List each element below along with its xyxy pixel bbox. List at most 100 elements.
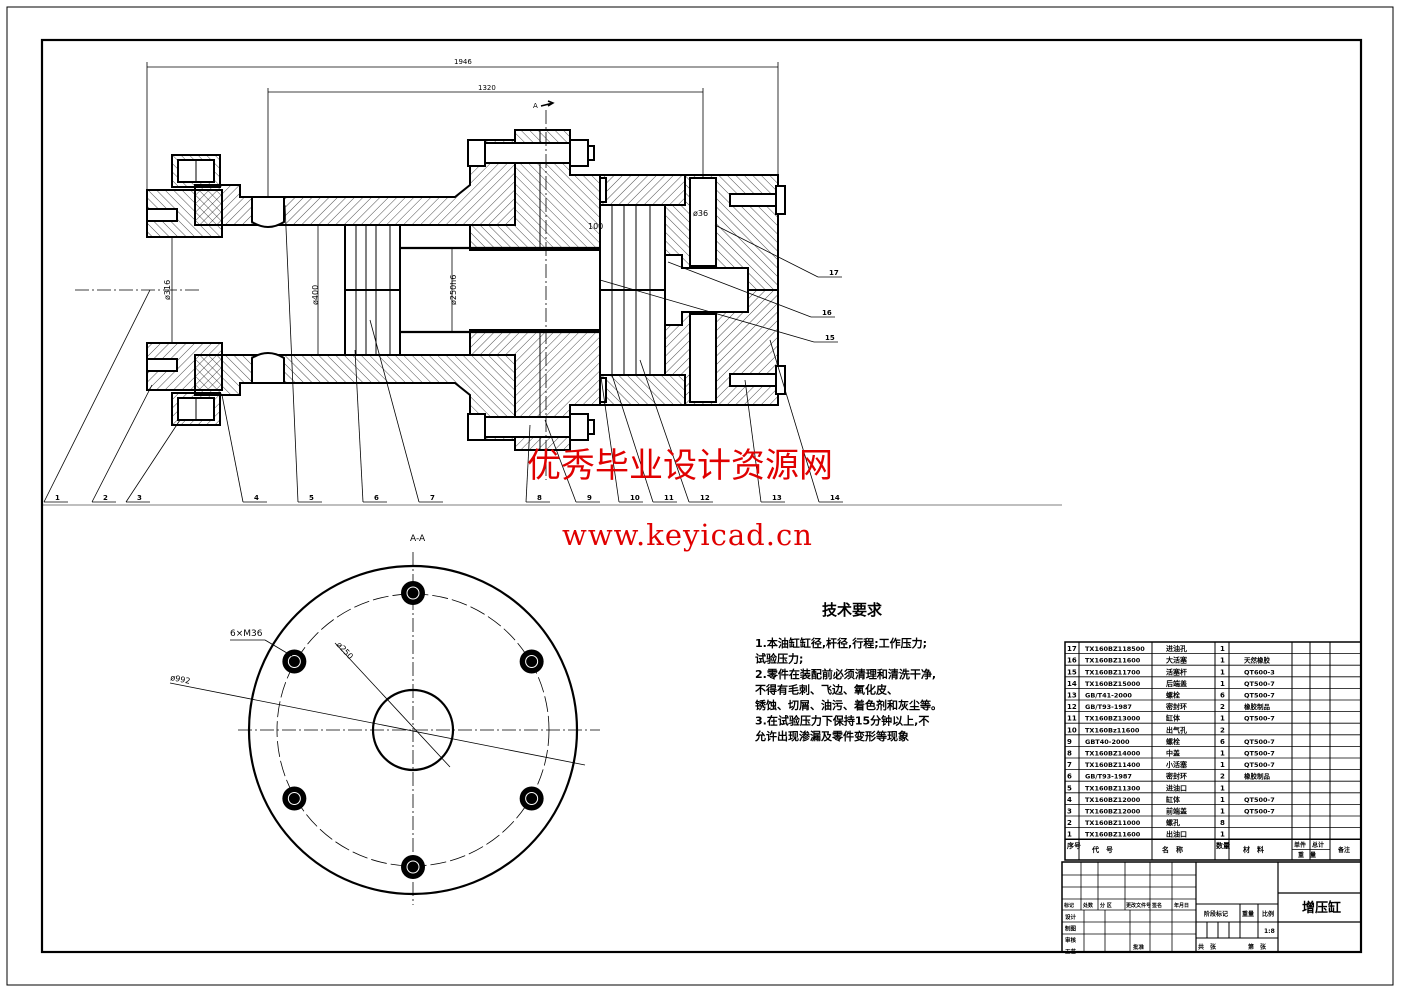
- tech-requirement-line: 允许出现渗漏及零件变形等现象: [754, 729, 909, 743]
- balloon-leader: [599, 369, 620, 503]
- balloon-leader: [525, 424, 531, 503]
- outer-border: [6, 6, 1394, 986]
- part-name: 密封环: [1166, 702, 1187, 711]
- tech-requirements-title: 技术要求: [822, 601, 883, 619]
- part-number: 5: [1067, 784, 1072, 792]
- part-number: 12: [1067, 703, 1077, 711]
- part-number: 3: [1067, 808, 1072, 816]
- balloon-leader: [43, 289, 151, 503]
- balloon-label: 11: [664, 494, 674, 502]
- part-name: 活塞杆: [1166, 667, 1187, 676]
- part-code: TX160BZ13000: [1085, 715, 1141, 723]
- bolt-thread: [287, 792, 301, 805]
- balloon-leader: [354, 349, 364, 503]
- balloon-label: 6: [374, 494, 379, 502]
- balloon-label: 12: [700, 494, 710, 502]
- part-material: QT600-3: [1244, 668, 1275, 676]
- part-code: TX160BZ11700: [1085, 668, 1141, 676]
- part-name: 密封环: [1166, 772, 1187, 781]
- bolt-thread: [406, 586, 420, 600]
- part-material: QT500-7: [1244, 680, 1275, 688]
- part-code: GB/T93-1987: [1085, 773, 1132, 781]
- balloon-label: 14: [830, 494, 840, 502]
- part-code: TX160BZ118500: [1085, 645, 1145, 653]
- balloon-label: 10: [630, 494, 640, 502]
- part-quantity: 6: [1220, 692, 1225, 700]
- part-name: 中盖: [1166, 749, 1180, 758]
- balloon-leader: [544, 419, 577, 503]
- outer-diameter-label: ø992: [170, 673, 192, 686]
- section-marker: A: [533, 102, 538, 110]
- dimension-offset: 100: [588, 222, 603, 231]
- revision-header: 标记: [1063, 902, 1074, 909]
- balloon-label: 5: [309, 494, 314, 502]
- part-number: 6: [1067, 773, 1072, 781]
- tech-requirement-line: 试验压力;: [755, 652, 803, 666]
- balloon-leader: [639, 359, 690, 503]
- part-quantity: 1: [1220, 808, 1225, 816]
- scale-value: 1:8: [1264, 928, 1275, 935]
- balloon-label: 13: [772, 494, 782, 502]
- part-code: GBT40-2000: [1085, 738, 1130, 746]
- part-material: QT500-7: [1244, 715, 1275, 723]
- part-material: 橡胶制品: [1244, 772, 1271, 781]
- header-unit-weight: 单件: [1294, 841, 1306, 849]
- balloon-leader: [221, 394, 244, 503]
- revision-header: 分 区: [1100, 902, 1112, 909]
- role-label: 制图: [1065, 925, 1077, 933]
- part-name: 缸体: [1165, 714, 1181, 723]
- tech-requirement-line: 不得有毛刺、飞边、氧化皮、: [755, 683, 898, 697]
- inner-frame: [40, 38, 1363, 954]
- part-code: TX160BZ11300: [1085, 784, 1141, 792]
- revision-header: 签名: [1151, 902, 1162, 909]
- part-material: QT500-7: [1244, 808, 1275, 816]
- balloon-label: 7: [430, 494, 435, 502]
- balloon-label: 1: [55, 494, 60, 502]
- revision-header: 处数: [1082, 902, 1094, 909]
- part-material: 橡胶制品: [1244, 702, 1271, 711]
- balloon-leader: [125, 419, 181, 503]
- balloon-leader: [611, 374, 654, 503]
- approve-label: 批准: [1133, 943, 1145, 951]
- part-quantity: 2: [1220, 703, 1225, 711]
- dimension-inner-length: 1320: [478, 84, 496, 92]
- part-quantity: 1: [1220, 715, 1225, 723]
- bolt-circle-label: ø250: [335, 640, 355, 661]
- part-quantity: 1: [1220, 750, 1225, 758]
- part-number: 15: [1067, 668, 1077, 676]
- part-name: 前端盖: [1166, 807, 1187, 816]
- part-quantity: 8: [1220, 819, 1225, 827]
- balloon-label: 8: [537, 494, 542, 502]
- part-name: 缸体: [1165, 795, 1181, 804]
- part-quantity: 1: [1220, 657, 1225, 665]
- balloon-label: 17: [829, 269, 839, 277]
- drawing-title: 增压缸: [1302, 900, 1341, 916]
- bolt-thread: [525, 792, 539, 805]
- balloon-leader: [369, 319, 420, 503]
- part-code: TX160BZ15000: [1085, 680, 1141, 688]
- balloon-leader: [91, 384, 153, 503]
- balloon-label: 15: [825, 334, 835, 342]
- revision-header: 更改文件号: [1126, 902, 1151, 909]
- part-quantity: 1: [1220, 784, 1225, 792]
- part-number: 1: [1067, 831, 1072, 839]
- part-name: 螺孔: [1166, 818, 1180, 827]
- revision-header: 年月日: [1174, 902, 1189, 909]
- weight-label: 重量: [1242, 910, 1254, 918]
- part-quantity: 1: [1220, 645, 1225, 653]
- stage-mark-label: 阶段标记: [1204, 910, 1228, 918]
- part-code: GB/T41-2000: [1085, 692, 1132, 700]
- part-code: TX160BZ11000: [1085, 819, 1141, 827]
- part-number: 9: [1067, 738, 1072, 746]
- part-quantity: 1: [1220, 668, 1225, 676]
- part-code: TX160BZ11400: [1085, 761, 1141, 769]
- section-top-half: [146, 129, 786, 291]
